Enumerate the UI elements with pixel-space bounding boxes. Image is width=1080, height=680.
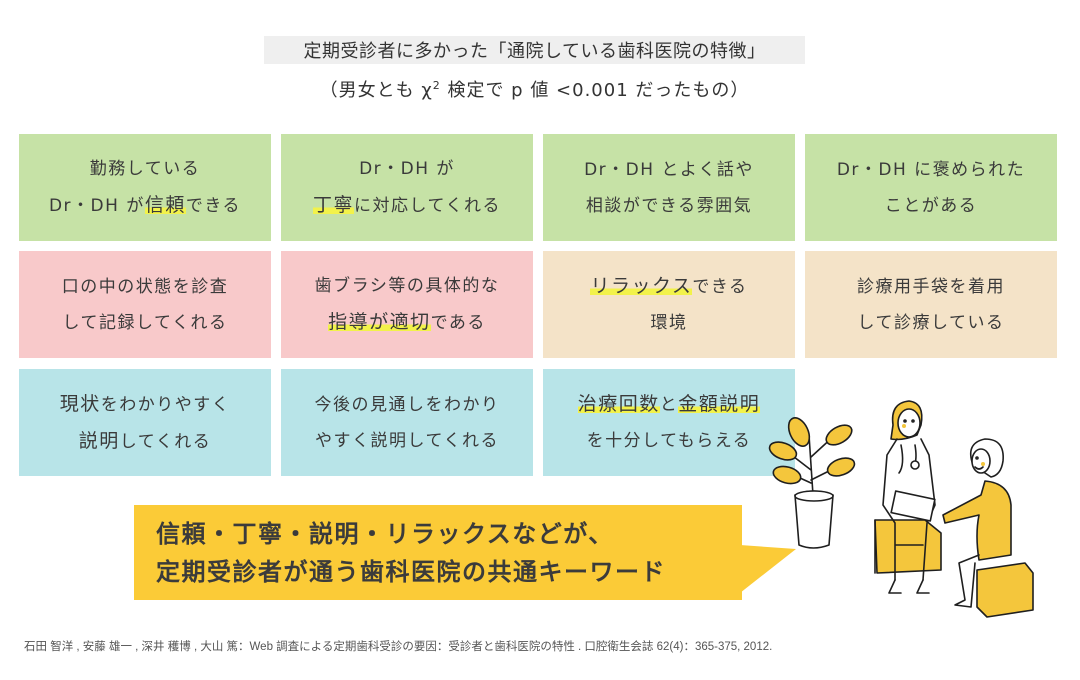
subtitle-superscript: 2 xyxy=(432,79,441,92)
card-text: Dr・DH が xyxy=(48,196,145,216)
feature-card-blue: 治療回数と金額説明を十分してもらえる xyxy=(543,369,795,476)
card-text: 環境 xyxy=(650,313,688,333)
card-line: 勤務している xyxy=(90,151,201,187)
card-line: Dr・DH とよく話や xyxy=(584,152,754,188)
feature-card-blue: 今後の見通しをわかりやすく説明してくれる xyxy=(281,369,533,476)
page-title: 定期受診者に多かった「通院している歯科医院の特徴」 xyxy=(264,36,805,64)
feature-card-green: Dr・DH に褒められたことがある xyxy=(805,134,1057,241)
summary-callout: 信頼・丁寧・説明・リラックスなどが、 定期受診者が通う歯科医院の共通キーワード xyxy=(134,505,742,600)
card-text: して記録してくれる xyxy=(62,312,228,333)
highlighted-keyword: 治療回数 xyxy=(577,393,660,415)
card-line: 指導が適切である xyxy=(328,304,486,341)
feature-card-pink: 歯ブラシ等の具体的な指導が適切である xyxy=(281,251,533,358)
page-title-text: 定期受診者に多かった「通院している歯科医院の特徴」 xyxy=(303,41,766,62)
card-line: を十分してもらえる xyxy=(587,423,752,459)
feature-card-pink: 口の中の状態を診査して記録してくれる xyxy=(19,251,271,358)
highlighted-keyword: 指導が適切 xyxy=(328,311,431,333)
emphasized-text: 現状 xyxy=(59,392,101,415)
feature-card-green: Dr・DH とよく話や相談ができる雰囲気 xyxy=(543,134,795,241)
card-text: 今後の見通しをわかり xyxy=(314,394,500,415)
subtitle-pre: （男女とも χ xyxy=(319,80,433,101)
card-line: 今後の見通しをわかり xyxy=(315,387,500,423)
card-text: をわかりやすく xyxy=(100,394,231,415)
card-line: 相談ができる雰囲気 xyxy=(586,188,752,224)
feature-card-green: Dr・DH が丁寧に対応してくれる xyxy=(281,134,533,241)
card-text: 勤務している xyxy=(89,159,201,179)
card-text: Dr・DH が xyxy=(359,159,455,179)
callout-line-2: 定期受診者が通う歯科医院の共通キーワード xyxy=(156,557,666,586)
card-line: 診療用手袋を着用 xyxy=(857,269,1005,305)
card-text: して診療している xyxy=(857,312,1005,333)
card-text: ことがある xyxy=(884,195,978,216)
card-text: を十分してもらえる xyxy=(586,431,752,451)
emphasized-text: 説明 xyxy=(78,429,120,452)
feature-card-green: 勤務している Dr・DH が信頼できる xyxy=(19,134,271,241)
card-line: 説明してくれる xyxy=(79,423,212,460)
card-line: Dr・DH に褒められた xyxy=(837,152,1025,188)
card-line: リラックスできる xyxy=(590,268,747,305)
card-text: 診療用手袋を着用 xyxy=(857,276,1005,297)
card-text: に対応してくれる xyxy=(354,196,501,216)
highlighted-keyword: 丁寧 xyxy=(313,194,355,216)
card-line: Dr・DH が xyxy=(359,151,455,187)
card-text: 歯ブラシ等の具体的な xyxy=(314,276,500,296)
card-line: やすく説明してくれる xyxy=(315,423,499,459)
highlighted-keyword: 金額説明 xyxy=(678,393,761,415)
card-line: ことがある xyxy=(885,188,978,224)
citation: 石田 智洋 , 安藤 雄一 , 深井 穫博 , 大山 篤：Web 調査による定期… xyxy=(24,641,773,653)
highlighted-keyword: 信頼 xyxy=(144,194,186,216)
card-text: できる xyxy=(185,196,242,216)
card-text: できる xyxy=(692,277,748,297)
dentist-patient-illustration-icon xyxy=(768,400,1034,618)
highlighted-keyword: リラックス xyxy=(590,275,693,297)
card-text: やすく説明してくれる xyxy=(315,430,499,451)
feature-card-beige: リラックスできる環境 xyxy=(543,251,795,358)
feature-card-beige: 診療用手袋を着用して診療している xyxy=(805,251,1057,358)
card-line: して記録してくれる xyxy=(63,305,228,341)
card-line: 現状をわかりやすく xyxy=(60,386,231,423)
card-line: 歯ブラシ等の具体的な xyxy=(315,268,500,304)
card-text: 口の中の状態を診査 xyxy=(61,276,229,297)
card-text: Dr・DH に褒められた xyxy=(836,159,1026,180)
card-text: 相談ができる雰囲気 xyxy=(585,195,753,216)
card-line: Dr・DH が信頼できる xyxy=(49,187,241,224)
card-line: 環境 xyxy=(651,305,688,341)
card-text: と xyxy=(659,395,679,415)
card-line: 治療回数と金額説明 xyxy=(577,386,761,423)
callout-line-1: 信頼・丁寧・説明・リラックスなどが、 xyxy=(156,519,614,548)
subtitle-post: 検定で p 値 <0.001 だったもの） xyxy=(440,80,750,101)
card-line: 口の中の状態を診査 xyxy=(62,269,229,305)
card-text: である xyxy=(430,313,486,333)
card-line: 丁寧に対応してくれる xyxy=(313,187,501,224)
card-text: Dr・DH とよく話や xyxy=(584,159,754,180)
page-subtitle: （男女とも χ2 検定で p 値 <0.001 だったもの） xyxy=(264,76,805,102)
feature-card-blue: 現状をわかりやすく説明してくれる xyxy=(19,369,271,476)
card-line: して診療している xyxy=(858,305,1005,341)
card-text: してくれる xyxy=(119,431,212,452)
